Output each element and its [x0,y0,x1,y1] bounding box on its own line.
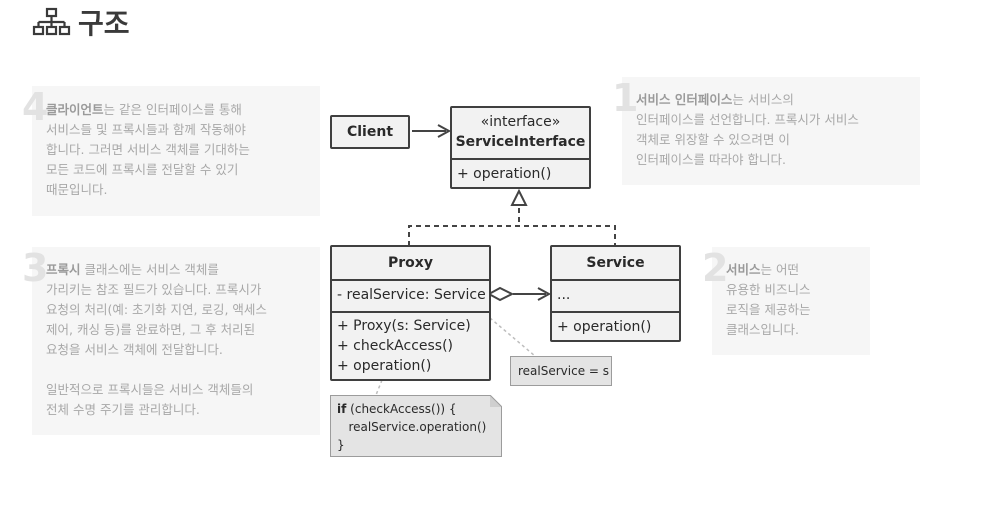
code-line: realService.operation() [337,420,487,434]
aggregation-diamond [486,286,515,302]
methods-section: + operation() [552,311,679,337]
proxy-class: Proxy - realService: Service + Proxy(s: … [330,245,491,381]
note-bold-term: 서비스 [726,262,761,277]
method: + operation() [557,319,652,335]
note-body: 클래스에는 서비스 객체를 가리키는 참조 필드가 있습니다. 프록시가 요청의… [46,262,267,417]
proxy-note: 3 프록시 클래스에는 서비스 객체를 가리키는 참조 필드가 있습니다. 프록… [22,247,320,435]
client-class: Client [330,115,410,149]
stereotype-label: «interface» [480,114,561,130]
page-title: 구조 [78,7,130,40]
note-text: 서비스 인터페이스는 서비스의 인터페이스를 선언합니다. 프록시가 서비스 객… [636,90,916,170]
client-note: 4 클라이언트는 같은 인터페이스를 통해 서비스들 및 프록시들과 함께 작동… [22,86,320,216]
note-text: 클라이언트는 같은 인터페이스를 통해 서비스들 및 프록시들과 함께 작동해야… [46,100,314,200]
note-text: 프록시 클래스에는 서비스 객체를 가리키는 참조 필드가 있습니다. 프록시가… [46,260,316,420]
code-text: (checkAccess()) { [346,402,457,416]
note-number: 1 [612,76,639,120]
class-name: Proxy [388,255,433,271]
client-association-arrowhead [437,124,452,138]
aggregation-arrowhead [537,287,552,301]
assign-note-link [489,317,536,357]
service-interface-note: 1 서비스 인터페이스는 서비스의 인터페이스를 선언합니다. 프록시가 서비스… [612,77,920,185]
note-text: 서비스는 어떤 유용한 비즈니스 로직을 제공하는 클래스입니다. [726,260,866,340]
class-header: «interface» ServiceInterface [452,108,589,158]
section-header: 구조 [32,4,130,40]
service-class: Service ... + operation() [550,245,681,342]
assign-note: realService = s [510,356,612,386]
service-interface-class: «interface» ServiceInterface + operation… [450,106,591,189]
note-body: 는 같은 인터페이스를 통해 서비스들 및 프록시들과 함께 작동해야 합니다.… [46,102,250,197]
methods-section: + operation() [452,158,589,187]
fields-section: - realService: Service [332,279,489,311]
methods-section: + Proxy(s: Service) + checkAccess() + op… [332,311,489,376]
method: + Proxy(s: Service) [337,318,471,334]
method: + operation() [457,166,552,182]
method: + operation() [337,358,432,374]
code-line: } [337,438,345,452]
note-number: 3 [22,246,49,290]
class-name: ServiceInterface [455,134,586,150]
note-number: 4 [22,85,49,129]
note-bold-term: 클라이언트 [46,102,104,117]
code-note-link [375,379,383,396]
field: ... [557,287,571,303]
note-bold-term: 서비스 인터페이스 [636,92,733,107]
class-name: Client [346,124,394,140]
structure-hierarchy-icon [32,7,71,36]
note-body: 는 서비스의 인터페이스를 선언합니다. 프록시가 서비스 객체로 위장할 수 … [636,92,859,167]
note-bold-term: 프록시 [46,262,81,277]
class-name: Service [586,255,645,271]
realization-arrowhead [510,188,528,206]
realization-branch [408,225,616,246]
note-number: 2 [702,246,729,290]
note-fold-corner [490,395,502,407]
fields-section: ... [552,279,679,311]
method: + checkAccess() [337,338,454,354]
assign-note-text: realService = s [518,364,610,378]
field: - realService: Service [337,287,486,303]
service-note: 2 서비스는 어떤 유용한 비즈니스 로직을 제공하는 클래스입니다. [702,247,870,355]
note-body: 는 어떤 유용한 비즈니스 로직을 제공하는 클래스입니다. [726,262,811,337]
code-line: if (checkAccess()) { [337,400,501,418]
code-keyword: if [337,402,347,416]
operation-code-note: if (checkAccess()) { realService.operati… [330,395,502,457]
